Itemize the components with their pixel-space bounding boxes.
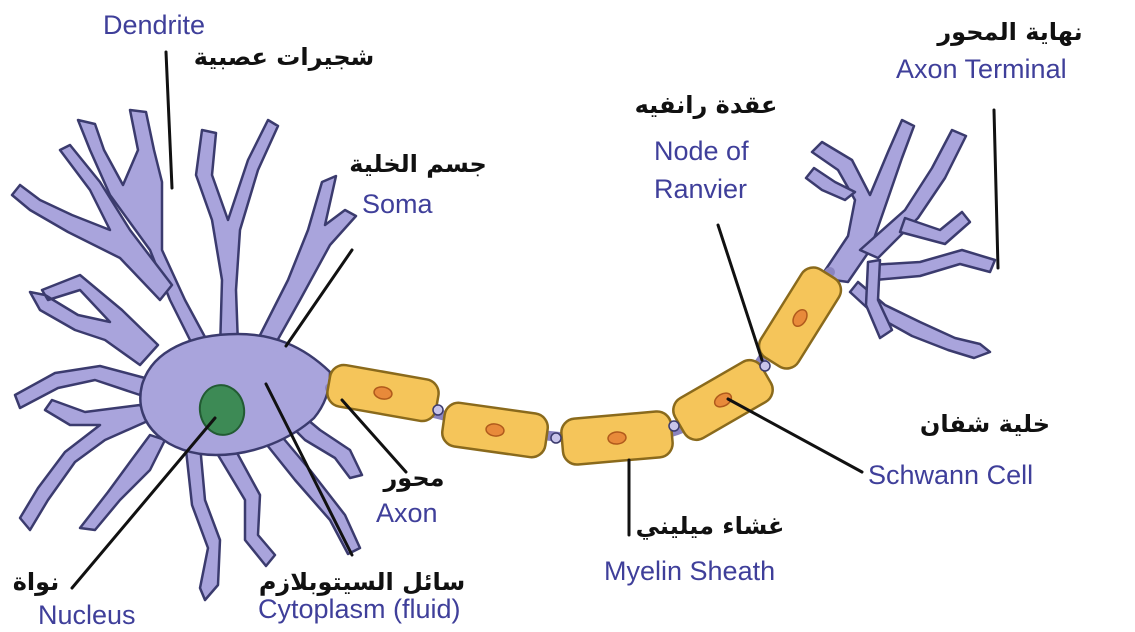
ranvier-node <box>433 405 443 415</box>
schwann-cell-segment <box>754 262 846 374</box>
label-nucleus-en: Nucleus <box>38 600 136 630</box>
dendrite-branch <box>255 176 356 350</box>
label-ranvier-ar: عقدة رانفيه <box>635 91 778 119</box>
neuron-body <box>12 110 362 600</box>
label-terminal-en: Axon Terminal <box>896 54 1067 84</box>
dendrite-branch <box>15 366 145 408</box>
label-ranvier-en-line1: Node of <box>654 136 749 166</box>
label-ranvier-en-line2: Ranvier <box>654 174 747 204</box>
dendrite-branch <box>196 120 278 350</box>
label-soma-ar: جسم الخلية <box>349 150 487 178</box>
label-myelin-en: Myelin Sheath <box>604 556 775 586</box>
label-dendrite-en: Dendrite <box>103 10 205 40</box>
pointer-line-terminal <box>994 110 998 268</box>
dendrite-branch <box>215 440 275 566</box>
schwann-cell-segment <box>325 363 441 423</box>
schwann-cell-segment <box>560 410 674 465</box>
dendrite-branch <box>186 445 220 600</box>
ranvier-node <box>760 361 770 371</box>
label-schwann-en: Schwann Cell <box>868 460 1033 490</box>
label-soma-en: Soma <box>362 189 434 219</box>
axon-terminal-branches <box>806 120 995 358</box>
ranvier-node <box>551 433 561 443</box>
label-myelin-ar: غشاء ميليني <box>636 512 785 540</box>
label-nucleus-ar: نواة <box>13 568 59 596</box>
label-axon-en: Axon <box>376 498 438 528</box>
label-axon-ar: محور <box>382 464 444 492</box>
schwann-cell-segment <box>440 401 549 459</box>
pointer-line-schwann <box>728 399 862 472</box>
label-dendrite-ar: شجيرات عصبية <box>194 43 375 71</box>
terminal-branch <box>812 120 914 282</box>
pointer-line-dendrite <box>166 52 172 188</box>
label-schwann-ar: خلية شفان <box>920 410 1050 438</box>
ranvier-node <box>669 421 679 431</box>
label-cytoplasm-en: Cytoplasm (fluid) <box>258 594 461 624</box>
terminal-branch <box>870 250 995 280</box>
dendrite-branch <box>30 275 158 365</box>
label-terminal-ar: نهاية المحور <box>936 18 1082 46</box>
label-cytoplasm-ar: سائل السيتوبلازم <box>259 568 465 596</box>
pointer-line-ranvier <box>718 225 762 360</box>
